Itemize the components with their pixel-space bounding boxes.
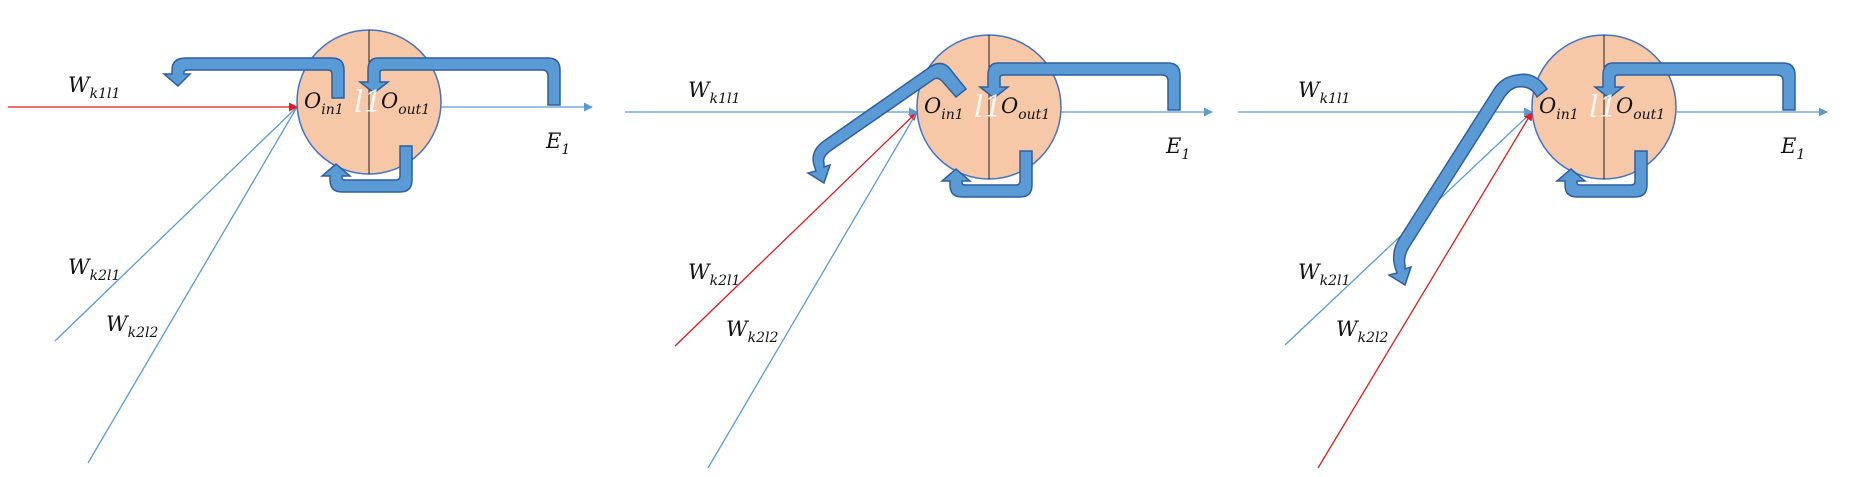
weight-line-k2l2 <box>1317 111 1533 469</box>
label-neuron-id: l1 <box>974 90 1003 125</box>
label-w-k2l2: Wk2l2 <box>726 317 778 346</box>
weight-line-k2l1 <box>54 106 298 342</box>
label-o-out: Oout1 <box>381 89 430 118</box>
label-o-in: Oin1 <box>304 89 344 118</box>
panel-2: Wk1l1 Wk2l1 Wk2l2 Oin1 l1 Oout1 E1 <box>625 34 1213 469</box>
label-w-k2l2: Wk2l2 <box>106 312 158 341</box>
backprop-arrow-top <box>357 57 561 106</box>
backprop-arrow-top <box>1592 62 1796 111</box>
panel-3: Wk1l1 Wk2l1 Wk2l2 Oin1 l1 Oout1 E1 <box>1238 34 1828 469</box>
label-w-k1l1: Wk1l1 <box>68 73 120 102</box>
panel-1: Wk1l1 Wk2l1 Wk2l2 Oin1 l1 Oout1 E1 <box>8 29 593 464</box>
label-error: E1 <box>1165 134 1190 163</box>
weight-line-k2l2 <box>707 111 918 469</box>
weight-line-k2l2 <box>87 106 298 464</box>
label-o-out: Oout1 <box>1616 94 1665 123</box>
label-error: E1 <box>1780 134 1805 163</box>
label-o-in: Oin1 <box>1539 94 1579 123</box>
backprop-arrow-top <box>977 62 1181 111</box>
backprop-arrow-bottom <box>1554 150 1648 198</box>
backprop-arrow-diagonal <box>806 62 968 185</box>
label-o-out: Oout1 <box>1001 94 1050 123</box>
weight-line-k2l1 <box>674 111 918 347</box>
label-w-k1l1: Wk1l1 <box>688 78 740 107</box>
label-o-in: Oin1 <box>924 94 964 123</box>
label-w-k2l1: Wk2l1 <box>688 260 740 289</box>
label-w-k2l2: Wk2l2 <box>1336 317 1388 346</box>
backprop-arrow-bottom <box>319 145 413 193</box>
label-error: E1 <box>545 129 570 158</box>
label-w-k2l1: Wk2l1 <box>68 255 120 284</box>
backprop-arrow-long-diagonal <box>1387 73 1549 287</box>
label-w-k2l1: Wk2l1 <box>1298 260 1350 289</box>
backprop-arrow-bottom <box>939 150 1033 198</box>
label-w-k1l1: Wk1l1 <box>1298 78 1350 107</box>
label-neuron-id: l1 <box>1589 90 1618 125</box>
backprop-arrow-left <box>161 57 345 99</box>
label-neuron-id: l1 <box>354 85 383 120</box>
